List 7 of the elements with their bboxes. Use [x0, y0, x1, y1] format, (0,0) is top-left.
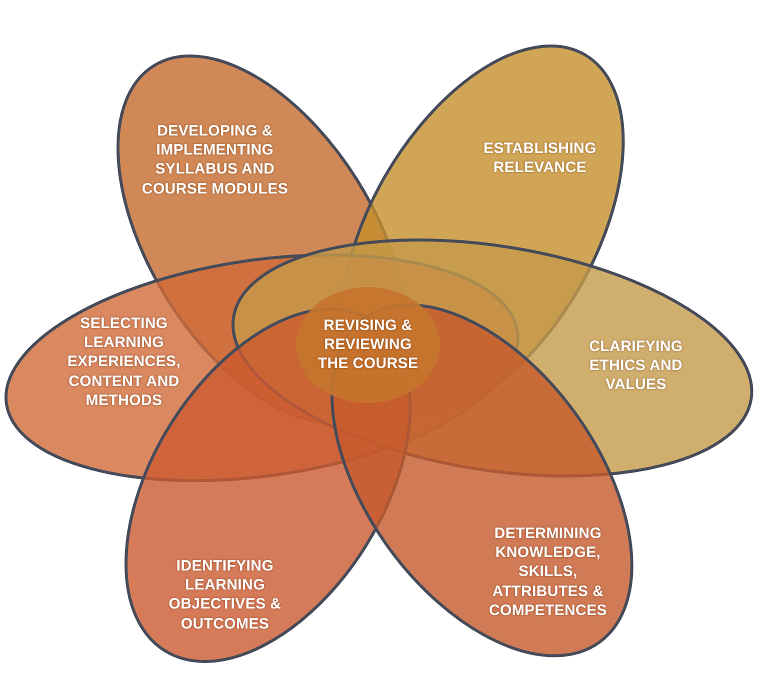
petal-label: CLARIFYING ETHICS AND VALUES [588, 337, 684, 395]
petal-label: ESTABLISHING RELEVANCE [482, 138, 598, 178]
petal-label: DEVELOPING & IMPLEMENTING SYLLABUS AND COURSE MODULES [140, 122, 290, 198]
petal-label: DETERMINING KNOWLEDGE, SKILLS, ATTRIBUTES & COMPETENCES [488, 524, 608, 620]
center-label: REVISING & REVIEWING THE COURSE [316, 316, 420, 374]
petal-label: IDENTIFYING LEARNING OBJECTIVES & OUTCOMES [168, 556, 282, 634]
petal-label: SELECTING LEARNING EXPERIENCES, CONTENT AND METHODS [66, 314, 182, 410]
